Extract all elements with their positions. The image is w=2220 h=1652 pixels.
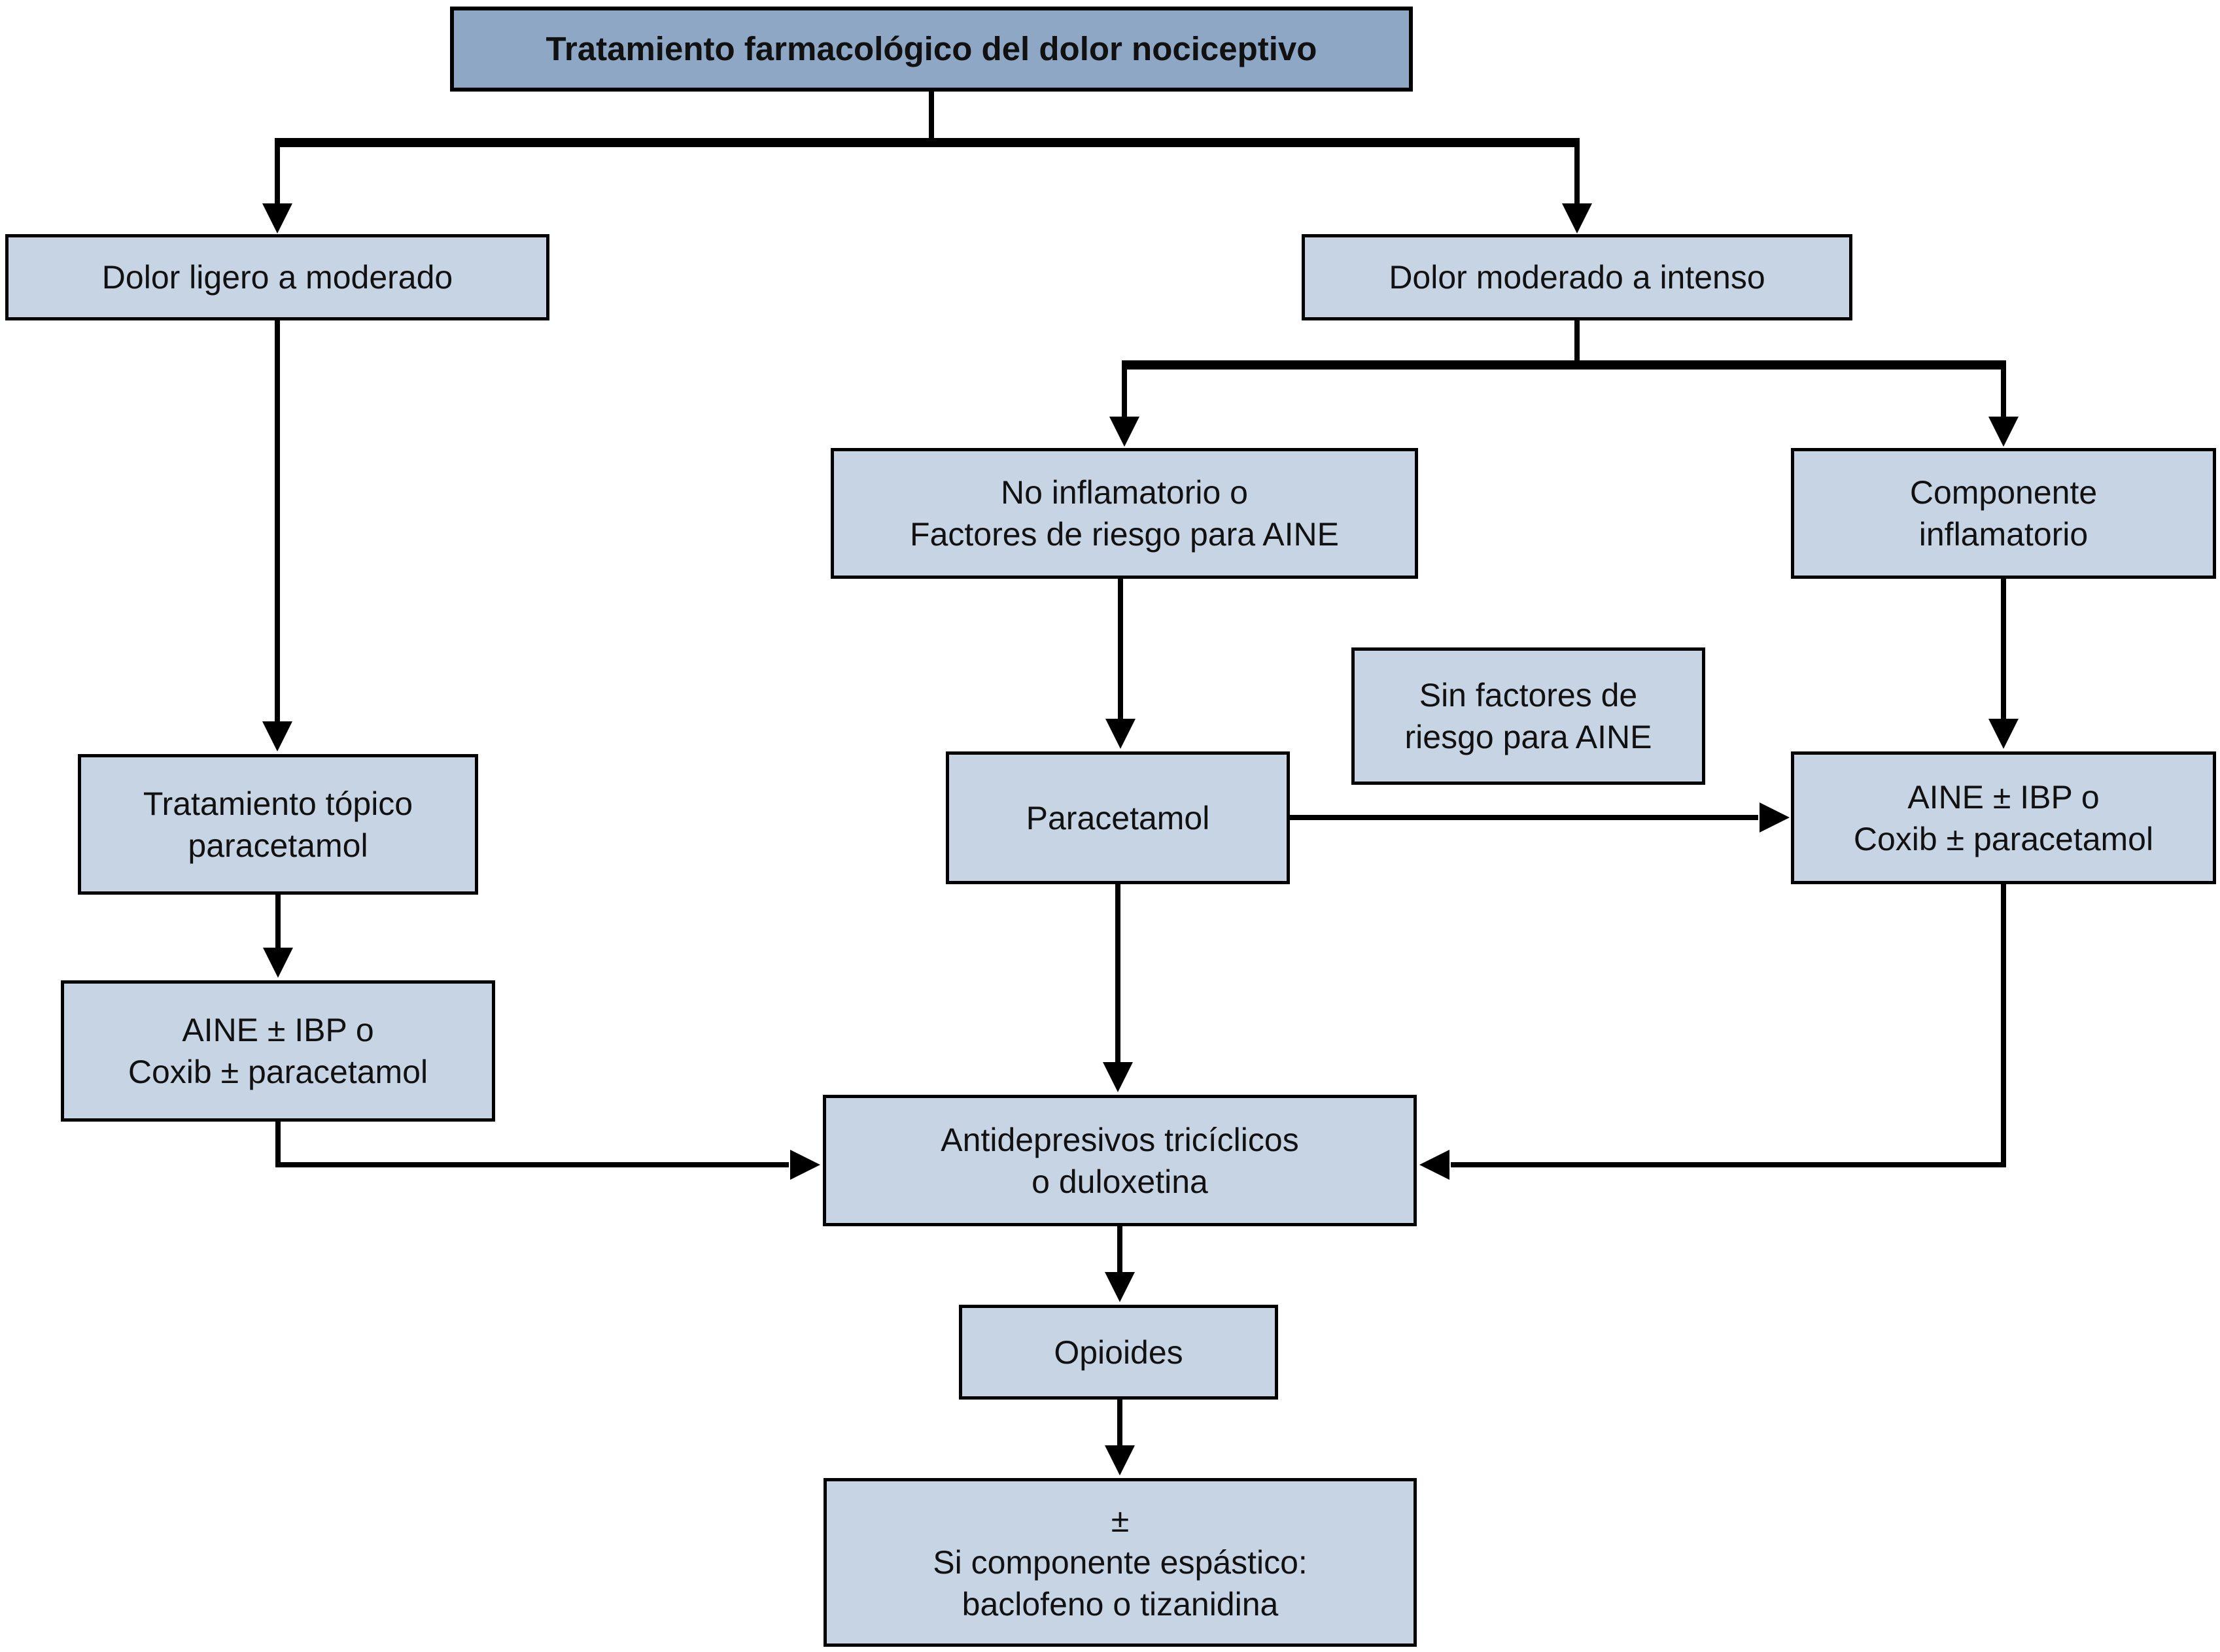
node-title: Tratamiento farmacológico del dolor noci… <box>450 7 1413 92</box>
connector-opioides-espastico <box>1105 1400 1135 1475</box>
arrowhead-down <box>262 721 292 751</box>
node-aine-ibp-coxib-izquierda: AINE ± IBP o Coxib ± paracetamol <box>61 980 495 1122</box>
arrowhead-down <box>1562 203 1592 233</box>
node-aine-ibp-coxib-derecha: AINE ± IBP o Coxib ± paracetamol <box>1791 751 2216 884</box>
arrowhead-down <box>1105 1445 1135 1475</box>
node-opioides: Opioides <box>959 1305 1278 1400</box>
node-paracetamol: Paracetamol <box>946 751 1290 884</box>
connector-noinflamatorio-paracetamol <box>1105 579 1136 749</box>
connector-aineder-antidepresivos <box>1419 884 2006 1180</box>
node-antidepresivos-duloxetina: Antidepresivos tricíclicos o duloxetina <box>823 1095 1417 1226</box>
arrowhead-down <box>263 948 293 978</box>
arrowhead-down <box>1105 719 1136 749</box>
node-tratamiento-topico: Tratamiento tópico paracetamol <box>78 754 478 895</box>
arrowhead-down <box>1109 417 1139 447</box>
arrowhead-down <box>1105 1272 1135 1302</box>
connector-inflamatorio-aine <box>1988 579 2019 749</box>
arrowhead-left <box>1419 1150 1449 1180</box>
connector-topico-aine <box>263 895 293 978</box>
arrowhead-down <box>1988 417 2019 447</box>
connector-paracetamol-antidepresivos <box>1103 884 1133 1092</box>
node-componente-inflamatorio: Componente inflamatorio <box>1791 448 2216 579</box>
arrowhead-down <box>1103 1062 1133 1092</box>
node-dolor-ligero-a-moderado: Dolor ligero a moderado <box>5 234 549 320</box>
arrowhead-down <box>1988 719 2019 749</box>
node-componente-espastico: ± Si componente espástico: baclofeno o t… <box>824 1478 1417 1647</box>
connector-ligero-topico <box>262 320 292 751</box>
connector-moderado-branch <box>1109 320 2019 447</box>
arrowhead-down <box>262 203 292 233</box>
arrowhead-right <box>1760 802 1790 833</box>
arrowhead-right <box>790 1150 820 1180</box>
node-no-inflamatorio: No inflamatorio o Factores de riesgo par… <box>831 448 1418 579</box>
node-dolor-moderado-a-intenso: Dolor moderado a intenso <box>1302 234 1852 320</box>
node-sin-factores-riesgo: Sin factores de riesgo para AINE <box>1351 647 1705 785</box>
connector-aineizq-antidepresivos <box>275 1122 820 1180</box>
connector-paracetamol-aine <box>1290 802 1790 833</box>
connector-antidepresivos-opioides <box>1105 1226 1135 1302</box>
connector-title-branch <box>262 92 1592 233</box>
